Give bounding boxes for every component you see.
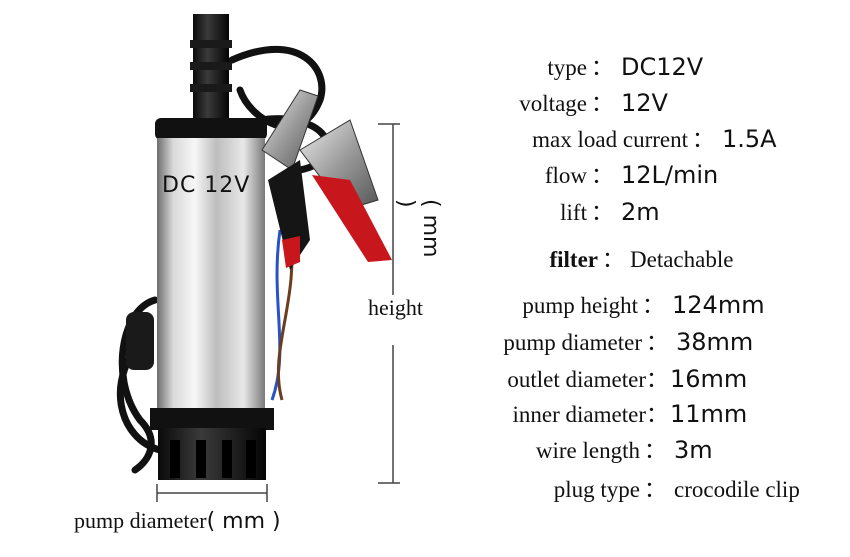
pump-product-image: DC 12V <box>116 14 400 502</box>
spec-colon: ： <box>591 56 614 81</box>
spec-colon: ： <box>644 478 667 503</box>
spec-colon: ： <box>642 294 665 319</box>
spec-voltage: voltage ： 12V <box>450 86 668 120</box>
height-dimension-line <box>378 123 400 484</box>
spec-label: flow <box>544 163 587 188</box>
spec-outlet-diameter: outlet diameter ： 16mm <box>450 362 747 396</box>
spec-colon: ： <box>646 368 669 393</box>
spec-lift: lift ： 2m <box>450 195 660 229</box>
height-unit-label: ( mm ) <box>393 199 443 258</box>
spec-value: crocodile clip <box>674 477 800 502</box>
inline-switch <box>126 312 154 370</box>
spec-value: 1.5A <box>722 125 777 153</box>
spec-colon: ： <box>602 248 625 273</box>
spec-type: type ： DC12V <box>450 50 703 84</box>
spec-label: outlet diameter <box>507 367 646 392</box>
spec-pump-height: pump height ： 124mm <box>450 288 765 322</box>
spec-label: pump height <box>522 293 638 318</box>
spec-plug-type: plug type ： crocodile clip <box>450 472 800 506</box>
spec-pump-diameter: pump diameter ： 38mm <box>450 325 753 359</box>
spec-label: inner diameter <box>512 402 646 427</box>
spec-colon: ： <box>646 403 669 428</box>
spec-colon: ： <box>646 331 669 356</box>
spec-colon: ： <box>591 201 614 226</box>
spec-label: plug type <box>553 477 640 502</box>
spec-value: Detachable <box>630 247 734 272</box>
spec-value: 2m <box>621 198 660 226</box>
diameter-label: pump diameter( mm ) <box>74 508 281 534</box>
spec-value: 38mm <box>676 328 754 356</box>
spec-value: 124mm <box>672 291 765 319</box>
spec-label: type <box>547 55 587 80</box>
spec-value: 12V <box>621 89 668 117</box>
body-print: DC 12V <box>162 173 250 198</box>
diameter-dimension-line <box>156 484 268 502</box>
spec-label: filter <box>549 247 598 272</box>
pump-top-cap <box>155 118 267 140</box>
spec-value: 11mm <box>670 400 748 428</box>
spec-value: 16mm <box>670 365 748 393</box>
spec-inner-diameter: inner diameter ： 11mm <box>450 397 748 431</box>
outlet-nozzle <box>190 14 232 122</box>
spec-label: max load current <box>532 127 688 152</box>
spec-wire-length: wire length ： 3m <box>450 433 713 467</box>
spec-filter: filter ： Detachable <box>450 242 733 276</box>
crocodile-clip-red <box>282 119 392 268</box>
pump-base <box>150 408 274 480</box>
spec-flow: flow ： 12L/min <box>450 158 718 192</box>
spec-colon: ： <box>591 164 614 189</box>
spec-label: lift <box>560 200 587 225</box>
spec-colon: ： <box>591 92 614 117</box>
height-label: height <box>368 295 423 320</box>
spec-value: 12L/min <box>621 161 719 189</box>
spec-label: wire length <box>535 438 640 463</box>
spec-value: 3m <box>674 436 713 464</box>
spec-max-load-current: max load current ： 1.5A <box>510 122 777 156</box>
spec-colon: ： <box>692 128 715 153</box>
spec-label: voltage <box>519 91 587 116</box>
spec-label: pump diameter <box>503 330 642 355</box>
spec-colon: ： <box>644 439 667 464</box>
spec-value: DC12V <box>621 53 704 81</box>
pump-body <box>157 138 265 410</box>
